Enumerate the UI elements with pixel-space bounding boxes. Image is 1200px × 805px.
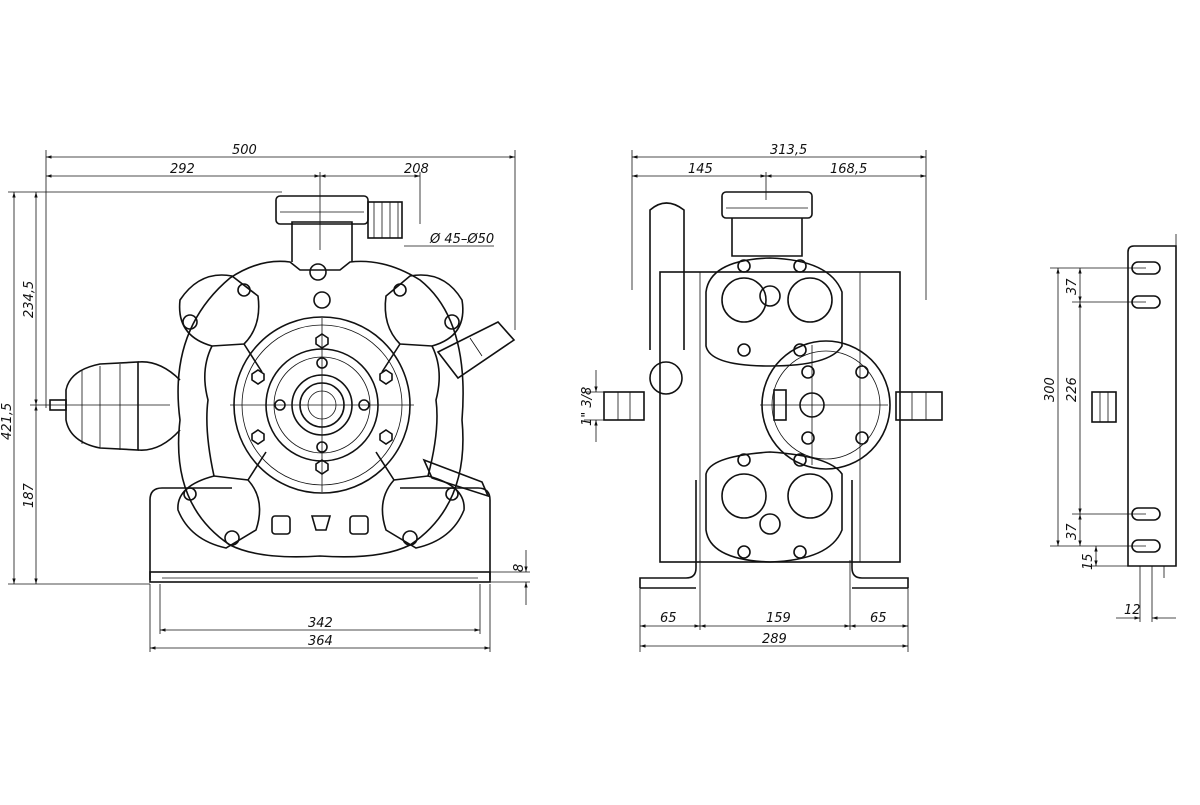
dim-8: 8 [512,564,527,572]
side-body [603,202,943,563]
dim-289: 289 [762,632,787,647]
front-base [149,487,491,583]
bracket-view [1091,234,1177,578]
dim-65-right: 65 [870,611,887,626]
front-air-chamber [275,195,403,309]
front-dimensions: 500 292 208 Ø 45–Ø50 421,5 234,5 187 8 3… [0,143,530,652]
side-dimensions: 313,5 145 168,5 1" 3/8 65 159 65 289 [580,143,927,652]
dim-37-bottom: 37 [1065,523,1080,540]
bracket-dimensions: 300 226 37 37 15 12 [1043,267,1176,622]
front-outlet [422,321,516,498]
dim-145: 145 [688,162,713,177]
dim-500: 500 [232,143,257,158]
side-view [603,191,943,589]
side-feet [639,480,909,589]
dim-65-left: 65 [660,611,677,626]
side-air-chamber [721,191,813,257]
dim-208: 208 [404,162,429,177]
dim-226: 226 [1065,377,1080,402]
dim-159: 159 [766,611,791,626]
dim-12: 12 [1124,603,1141,618]
dim-inlet-diameter: Ø 45–Ø50 [429,232,494,247]
front-housing [177,260,464,558]
side-center-head [760,340,891,470]
dim-234-5: 234,5 [22,281,37,318]
front-bottom-bolts [271,515,369,535]
side-upper-head [705,257,843,367]
dim-15: 15 [1081,553,1096,570]
dim-168-5: 168,5 [830,162,867,177]
front-diaphragm-heads [177,274,465,549]
side-lower-head [705,451,843,563]
dim-313-5: 313,5 [770,143,807,158]
dim-187: 187 [22,482,37,508]
dim-37-top: 37 [1065,278,1080,295]
front-regulator [49,361,181,451]
dim-300: 300 [1043,377,1058,402]
dim-342: 342 [308,616,333,631]
dim-421-5: 421,5 [0,403,15,440]
dim-292: 292 [170,162,195,177]
dim-shaft-size: 1" 3/8 [580,387,595,426]
dim-364: 364 [308,634,333,649]
front-view [49,195,516,583]
